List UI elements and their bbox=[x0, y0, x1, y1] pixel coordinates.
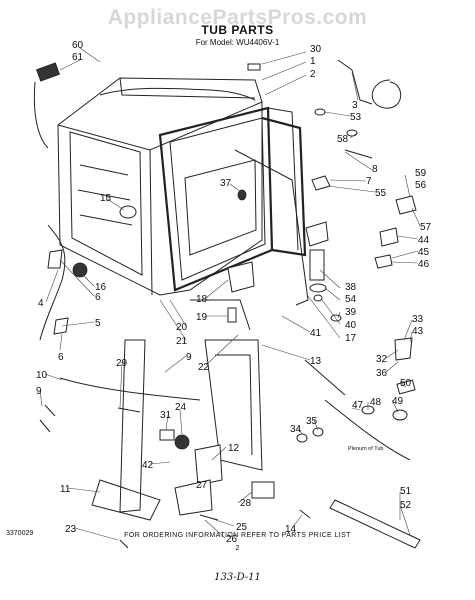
ordering-footer: FOR ORDERING INFORMATION REFER TO PARTS … bbox=[124, 532, 351, 539]
callout-c7: 7 bbox=[366, 176, 372, 187]
callout-c41: 41 bbox=[310, 328, 322, 339]
callout-c55: 55 bbox=[375, 188, 387, 199]
callout-c54: 54 bbox=[345, 294, 357, 305]
callout-c25: 25 bbox=[236, 522, 248, 533]
callout-c9a: 9 bbox=[186, 352, 192, 363]
callout-c40: 40 bbox=[345, 320, 357, 331]
callout-c53: 53 bbox=[350, 112, 362, 123]
callout-c61: 61 bbox=[72, 52, 84, 63]
callout-c30: 30 bbox=[310, 44, 322, 55]
callout-c26: 26 bbox=[226, 534, 238, 545]
callout-c35: 35 bbox=[306, 416, 318, 427]
callout-c31: 31 bbox=[160, 410, 172, 421]
leader-lines bbox=[39, 47, 421, 541]
callout-c5: 5 bbox=[95, 318, 101, 329]
side-frame bbox=[91, 149, 309, 521]
callout-c8: 8 bbox=[372, 164, 378, 175]
page-number: 2 bbox=[235, 545, 240, 552]
tub-body bbox=[57, 77, 263, 296]
callout-c28: 28 bbox=[240, 498, 252, 509]
callout-c20: 20 bbox=[176, 322, 188, 333]
callout-c32: 32 bbox=[376, 354, 388, 365]
callout-c21: 21 bbox=[176, 336, 188, 347]
callout-c9b: 9 bbox=[36, 386, 42, 397]
hoses bbox=[33, 79, 411, 461]
callout-c23: 23 bbox=[65, 524, 77, 535]
callout-c14: 14 bbox=[285, 524, 297, 535]
callout-c42: 42 bbox=[142, 460, 154, 471]
callout-c49: 49 bbox=[392, 396, 404, 407]
callout-c4: 4 bbox=[38, 298, 44, 309]
callout-c46: 46 bbox=[418, 259, 430, 270]
callout-c19: 19 bbox=[196, 312, 208, 323]
callout-c10: 10 bbox=[36, 370, 48, 381]
callout-c2: 2 bbox=[310, 69, 316, 80]
callout-c29: 29 bbox=[116, 358, 128, 369]
handwritten-code: 133-D-11 bbox=[214, 572, 261, 583]
callout-c50: 50 bbox=[400, 378, 412, 389]
callout-c47: 47 bbox=[352, 400, 364, 411]
callout-c6a: 6 bbox=[95, 292, 101, 303]
callout-c43: 43 bbox=[412, 326, 424, 337]
callout-numbers: 6061301235358875559565744454637151664561… bbox=[36, 40, 432, 545]
callout-c38: 38 bbox=[345, 282, 357, 293]
page-title: TUB PARTS bbox=[201, 23, 274, 37]
callout-c59: 59 bbox=[415, 168, 427, 179]
callout-c18: 18 bbox=[196, 294, 208, 305]
callout-c1: 1 bbox=[310, 56, 316, 67]
callout-c44: 44 bbox=[418, 235, 430, 246]
plenum-note: Plenum of Tub bbox=[348, 446, 383, 452]
callout-c12: 12 bbox=[228, 443, 240, 454]
callout-c56: 56 bbox=[415, 180, 427, 191]
callout-c6b: 6 bbox=[58, 352, 64, 363]
callout-c51: 51 bbox=[400, 486, 412, 497]
callout-c33: 33 bbox=[412, 314, 424, 325]
callout-c48: 48 bbox=[370, 397, 382, 408]
callout-c45: 45 bbox=[418, 247, 430, 258]
callout-c57: 57 bbox=[420, 222, 432, 233]
callout-c15: 15 bbox=[100, 193, 112, 204]
callout-c39: 39 bbox=[345, 307, 357, 318]
callout-c22: 22 bbox=[198, 362, 210, 373]
callout-c16: 16 bbox=[95, 282, 107, 293]
small-parts bbox=[36, 59, 421, 549]
callout-c52: 52 bbox=[400, 500, 412, 511]
callout-c24: 24 bbox=[175, 402, 187, 413]
model-subtitle: For Model: WU4406V-1 bbox=[195, 38, 280, 47]
callout-c34: 34 bbox=[290, 424, 302, 435]
callout-c36: 36 bbox=[376, 368, 388, 379]
callout-c3: 3 bbox=[352, 100, 358, 111]
watermark: AppliancePartsPros.com bbox=[107, 6, 368, 29]
door-frame bbox=[158, 106, 307, 292]
callout-c27: 27 bbox=[196, 480, 208, 491]
callout-c60: 60 bbox=[72, 40, 84, 51]
callout-c13: 13 bbox=[310, 356, 322, 367]
callout-c37: 37 bbox=[220, 178, 232, 189]
callout-c17: 17 bbox=[345, 333, 357, 344]
callout-c58: 58 bbox=[337, 134, 349, 145]
document-code: 3370029 bbox=[6, 530, 34, 537]
callout-c11: 11 bbox=[60, 484, 71, 495]
